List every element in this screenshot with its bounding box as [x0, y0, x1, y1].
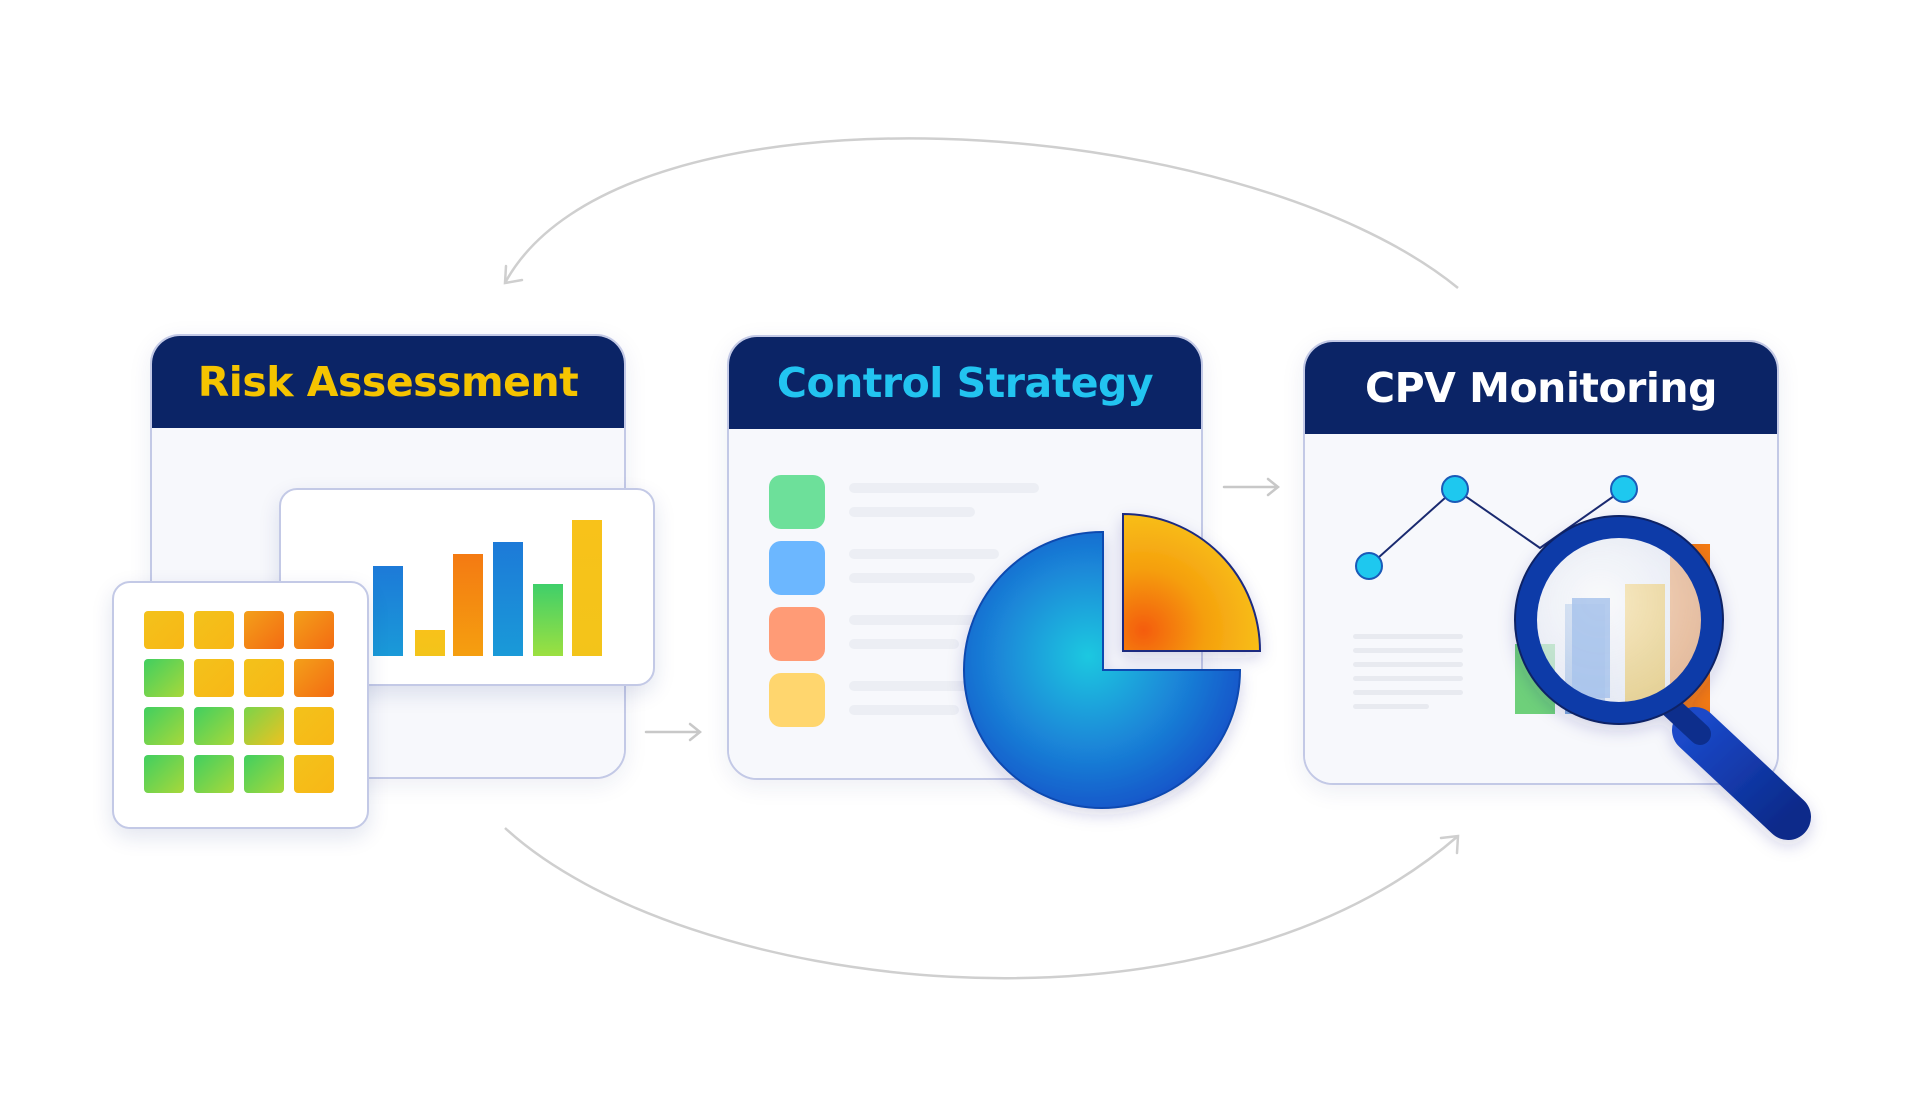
- control-item-line: [849, 549, 999, 559]
- bar: [453, 554, 483, 656]
- control-item-line: [849, 483, 1039, 493]
- cpv-monitoring-title: CPV Monitoring: [1365, 364, 1717, 412]
- cpv-text-lines: [1353, 634, 1463, 709]
- top-cycle-arc: [503, 137, 1459, 289]
- heatmap-row: [144, 707, 334, 745]
- cpv-monitoring-header: CPV Monitoring: [1305, 342, 1777, 434]
- control-strategy-body: [729, 429, 1201, 778]
- bar: [493, 542, 523, 656]
- bar-chart-icon: [373, 520, 602, 656]
- bottom-cycle-arc: [504, 827, 1459, 980]
- control-strategy-panel: Control Strategy: [727, 335, 1203, 780]
- top-cycle-arrowhead: [503, 264, 524, 285]
- bottom-cycle-arrowhead: [1439, 834, 1460, 855]
- bar: [533, 584, 563, 656]
- control-item-swatch-orange: [769, 607, 825, 661]
- arrow-right-icon: [1222, 477, 1281, 497]
- control-strategy-title: Control Strategy: [776, 359, 1154, 407]
- arrow-right-icon: [644, 722, 703, 742]
- cpv-chart-area: [1353, 544, 1710, 714]
- control-item-line: [849, 639, 959, 649]
- control-item-swatch-green: [769, 475, 825, 529]
- bar: [572, 520, 602, 656]
- control-item-swatch-blue: [769, 541, 825, 595]
- heatmap-grid-icon: [144, 611, 334, 793]
- cpv-monitoring-body: [1305, 434, 1777, 783]
- control-strategy-header: Control Strategy: [729, 337, 1201, 429]
- control-item-line: [849, 573, 975, 583]
- control-item-line: [849, 507, 975, 517]
- heatmap-row: [144, 611, 334, 649]
- heatmap-row: [144, 755, 334, 793]
- cpv-bars: [1515, 544, 1710, 714]
- control-list-lines: [769, 475, 1039, 727]
- control-item-line: [849, 615, 979, 625]
- risk-heatmap-card: [112, 581, 369, 829]
- risk-assessment-header: Risk Assessment: [152, 336, 624, 428]
- control-item-line: [849, 681, 969, 691]
- risk-assessment-title: Risk Assessment: [197, 358, 579, 406]
- heatmap-row: [144, 659, 334, 697]
- control-item-swatch-yellow: [769, 673, 825, 727]
- cpv-monitoring-panel: CPV Monitoring: [1303, 340, 1779, 785]
- control-item-line: [849, 705, 959, 715]
- bar: [415, 630, 445, 656]
- bar: [373, 566, 403, 656]
